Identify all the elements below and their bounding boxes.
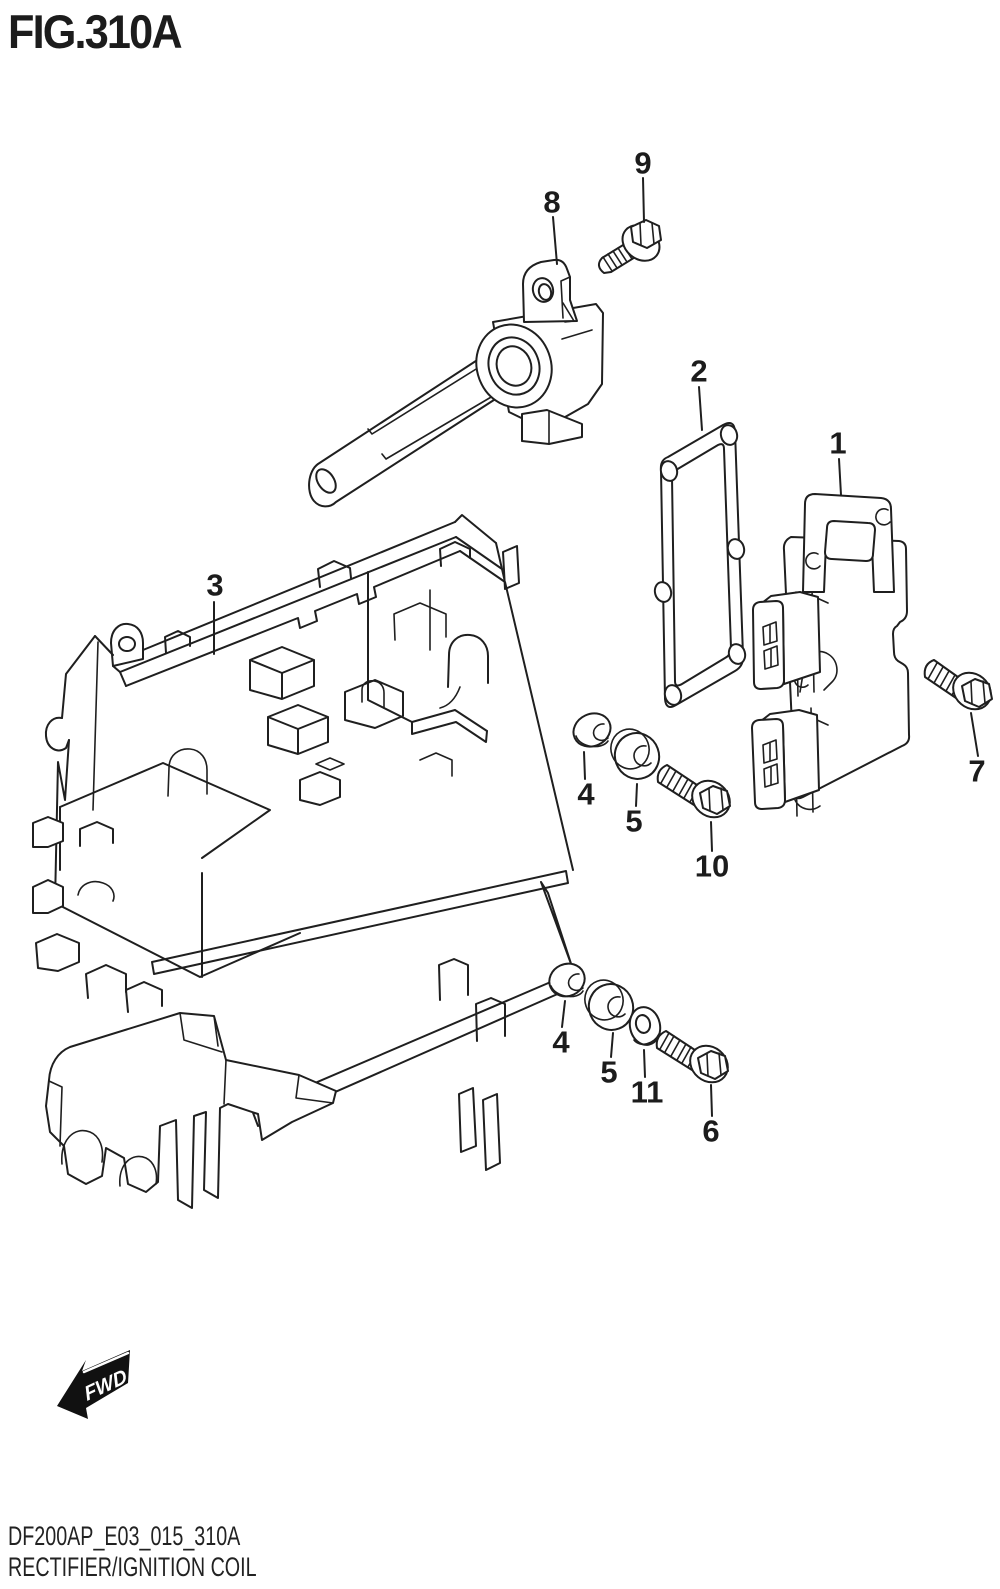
callout-1: 1 — [829, 425, 847, 461]
callout-3: 3 — [206, 567, 224, 603]
fwd-arrow: FWD — [57, 1350, 130, 1419]
figure-title: FIG.310A — [8, 5, 183, 58]
callout-11: 11 — [630, 1074, 664, 1110]
callout-4-upper: 4 — [577, 776, 595, 812]
drawing-code: DF200AP_E03_015_310A — [8, 1521, 241, 1551]
rectifier-drawing — [751, 493, 911, 817]
ignition-coil-drawing — [308, 258, 604, 508]
callout-5-lower: 5 — [600, 1054, 618, 1090]
callout-2: 2 — [690, 353, 708, 389]
callout-9: 9 — [634, 145, 652, 181]
callout-7: 7 — [968, 753, 986, 789]
callout-5-upper: 5 — [625, 803, 643, 839]
callout-10: 10 — [694, 848, 730, 884]
rectifier-bolt-drawing — [923, 659, 993, 711]
callout-leader-lines — [213, 177, 979, 1117]
upper-mount-set-drawing — [572, 712, 731, 819]
drawing-caption: RECTIFIER/IGNITION COIL — [8, 1552, 257, 1582]
callout-4-lower: 4 — [552, 1024, 570, 1060]
callout-6: 6 — [702, 1113, 720, 1149]
lower-mount-set-drawing — [548, 962, 729, 1084]
callout-8: 8 — [543, 184, 561, 220]
gasket-drawing — [653, 422, 747, 708]
coil-bolt-drawing — [598, 219, 662, 274]
bracket-drawing — [32, 514, 579, 1171]
lower-cover-drawing — [45, 1012, 337, 1209]
